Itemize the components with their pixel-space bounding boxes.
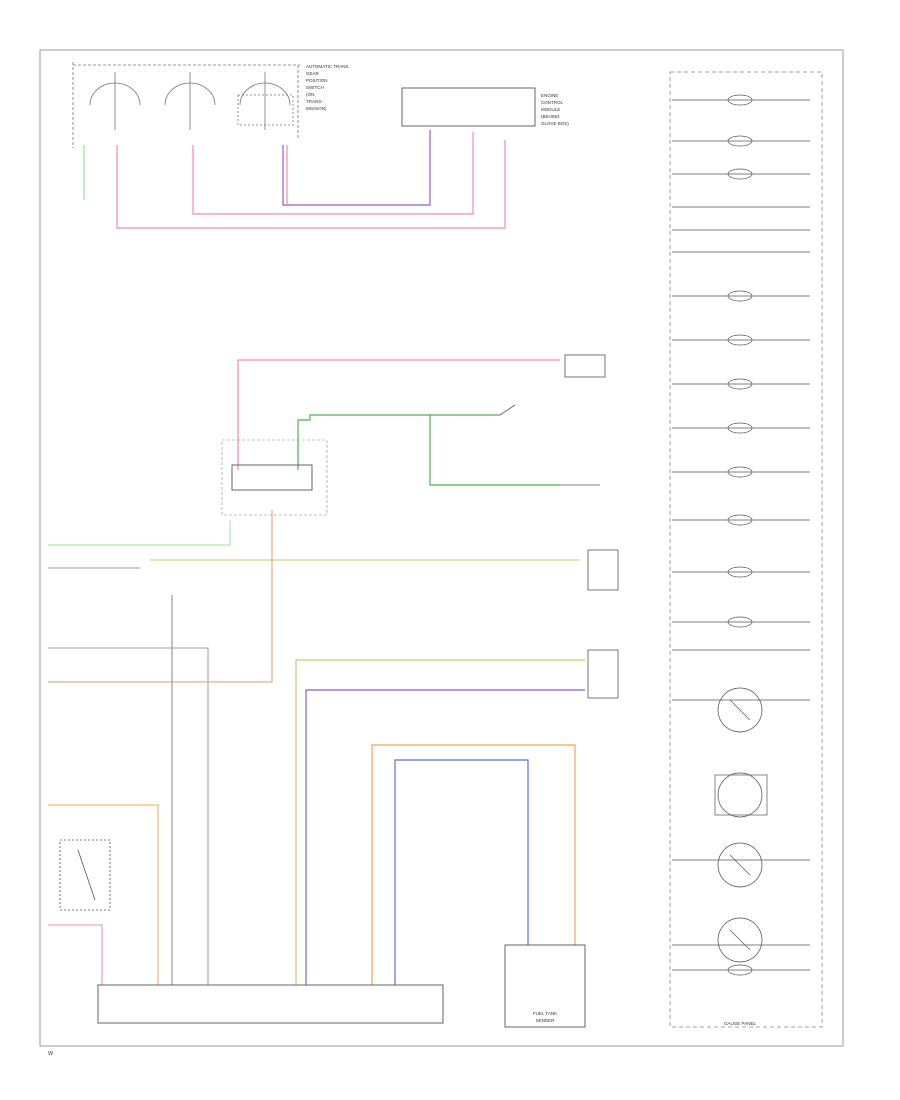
gear-position-switch [72, 62, 300, 148]
fuel-tank-label: FUEL TANK [533, 1011, 557, 1016]
ecm-upper-box [401, 87, 536, 127]
svg-text:(ON: (ON [306, 92, 314, 97]
ecm-lower-box [97, 984, 444, 1024]
gauge-panel-label: GAUGE PANEL [724, 1021, 756, 1026]
svg-text:MISSION): MISSION) [306, 106, 327, 111]
svg-text:TRANS-: TRANS- [306, 99, 323, 104]
svg-text:GLOVE BOX): GLOVE BOX) [541, 121, 569, 126]
diagram-frame [39, 49, 844, 1047]
clutch-switch [59, 839, 111, 911]
gauge-panel: GAUGE PANEL [669, 71, 823, 1028]
gear-switch-text: AUTOMATIC TRANS GEAR POSITION SWITCH (ON… [306, 64, 349, 111]
vss-sensors [587, 549, 619, 699]
sensor-wires [171, 595, 585, 985]
top-right-switch [499, 354, 606, 486]
svg-text:SWITCH: SWITCH [306, 85, 324, 90]
relay-module [231, 464, 313, 491]
svg-text:CONTROL: CONTROL [541, 100, 563, 105]
fuel-tank-sub: SENDER [536, 1018, 556, 1023]
svg-text:ENGINE: ENGINE [541, 93, 558, 98]
pink-harness [237, 359, 560, 486]
left-margin-wires [48, 510, 580, 985]
svg-text:(BEHIND: (BEHIND [541, 114, 560, 119]
corner-code: W [48, 1051, 54, 1057]
relay-module-frame [221, 439, 328, 516]
ecm-upper-text: ENGINE CONTROL MODULE (BEHIND GLOVE BOX) [541, 93, 569, 126]
svg-text:GEAR: GEAR [306, 71, 320, 76]
svg-text:AUTOMATIC TRANS: AUTOMATIC TRANS [306, 64, 349, 69]
svg-text:MODULE: MODULE [541, 107, 560, 112]
wire-pink-top [83, 130, 506, 229]
fuel-tank-sender [504, 944, 586, 1028]
svg-text:POSITION: POSITION [306, 78, 328, 83]
